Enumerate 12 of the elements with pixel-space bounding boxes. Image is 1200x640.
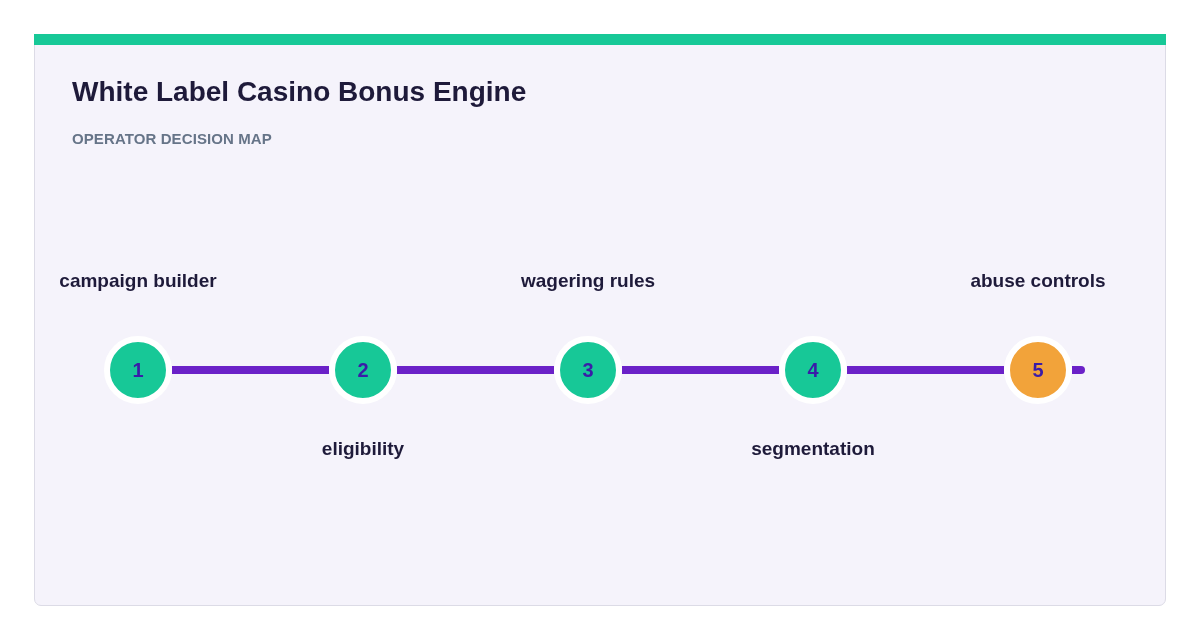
step-label: eligibility bbox=[321, 437, 405, 460]
connector-line bbox=[1072, 366, 1085, 374]
connector-line bbox=[622, 366, 779, 374]
subtitle: OPERATOR DECISION MAP bbox=[72, 130, 272, 148]
step-label: segmentation bbox=[751, 437, 875, 460]
step-label: wagering rules bbox=[520, 269, 656, 292]
diagram-title: White Label Casino Bonus Engine bbox=[72, 75, 527, 109]
step-label: abuse controls bbox=[970, 269, 1106, 292]
connector-line bbox=[847, 366, 1004, 374]
connector-line bbox=[397, 366, 554, 374]
step-label: campaign builder bbox=[59, 269, 217, 292]
connector-line bbox=[172, 366, 329, 374]
